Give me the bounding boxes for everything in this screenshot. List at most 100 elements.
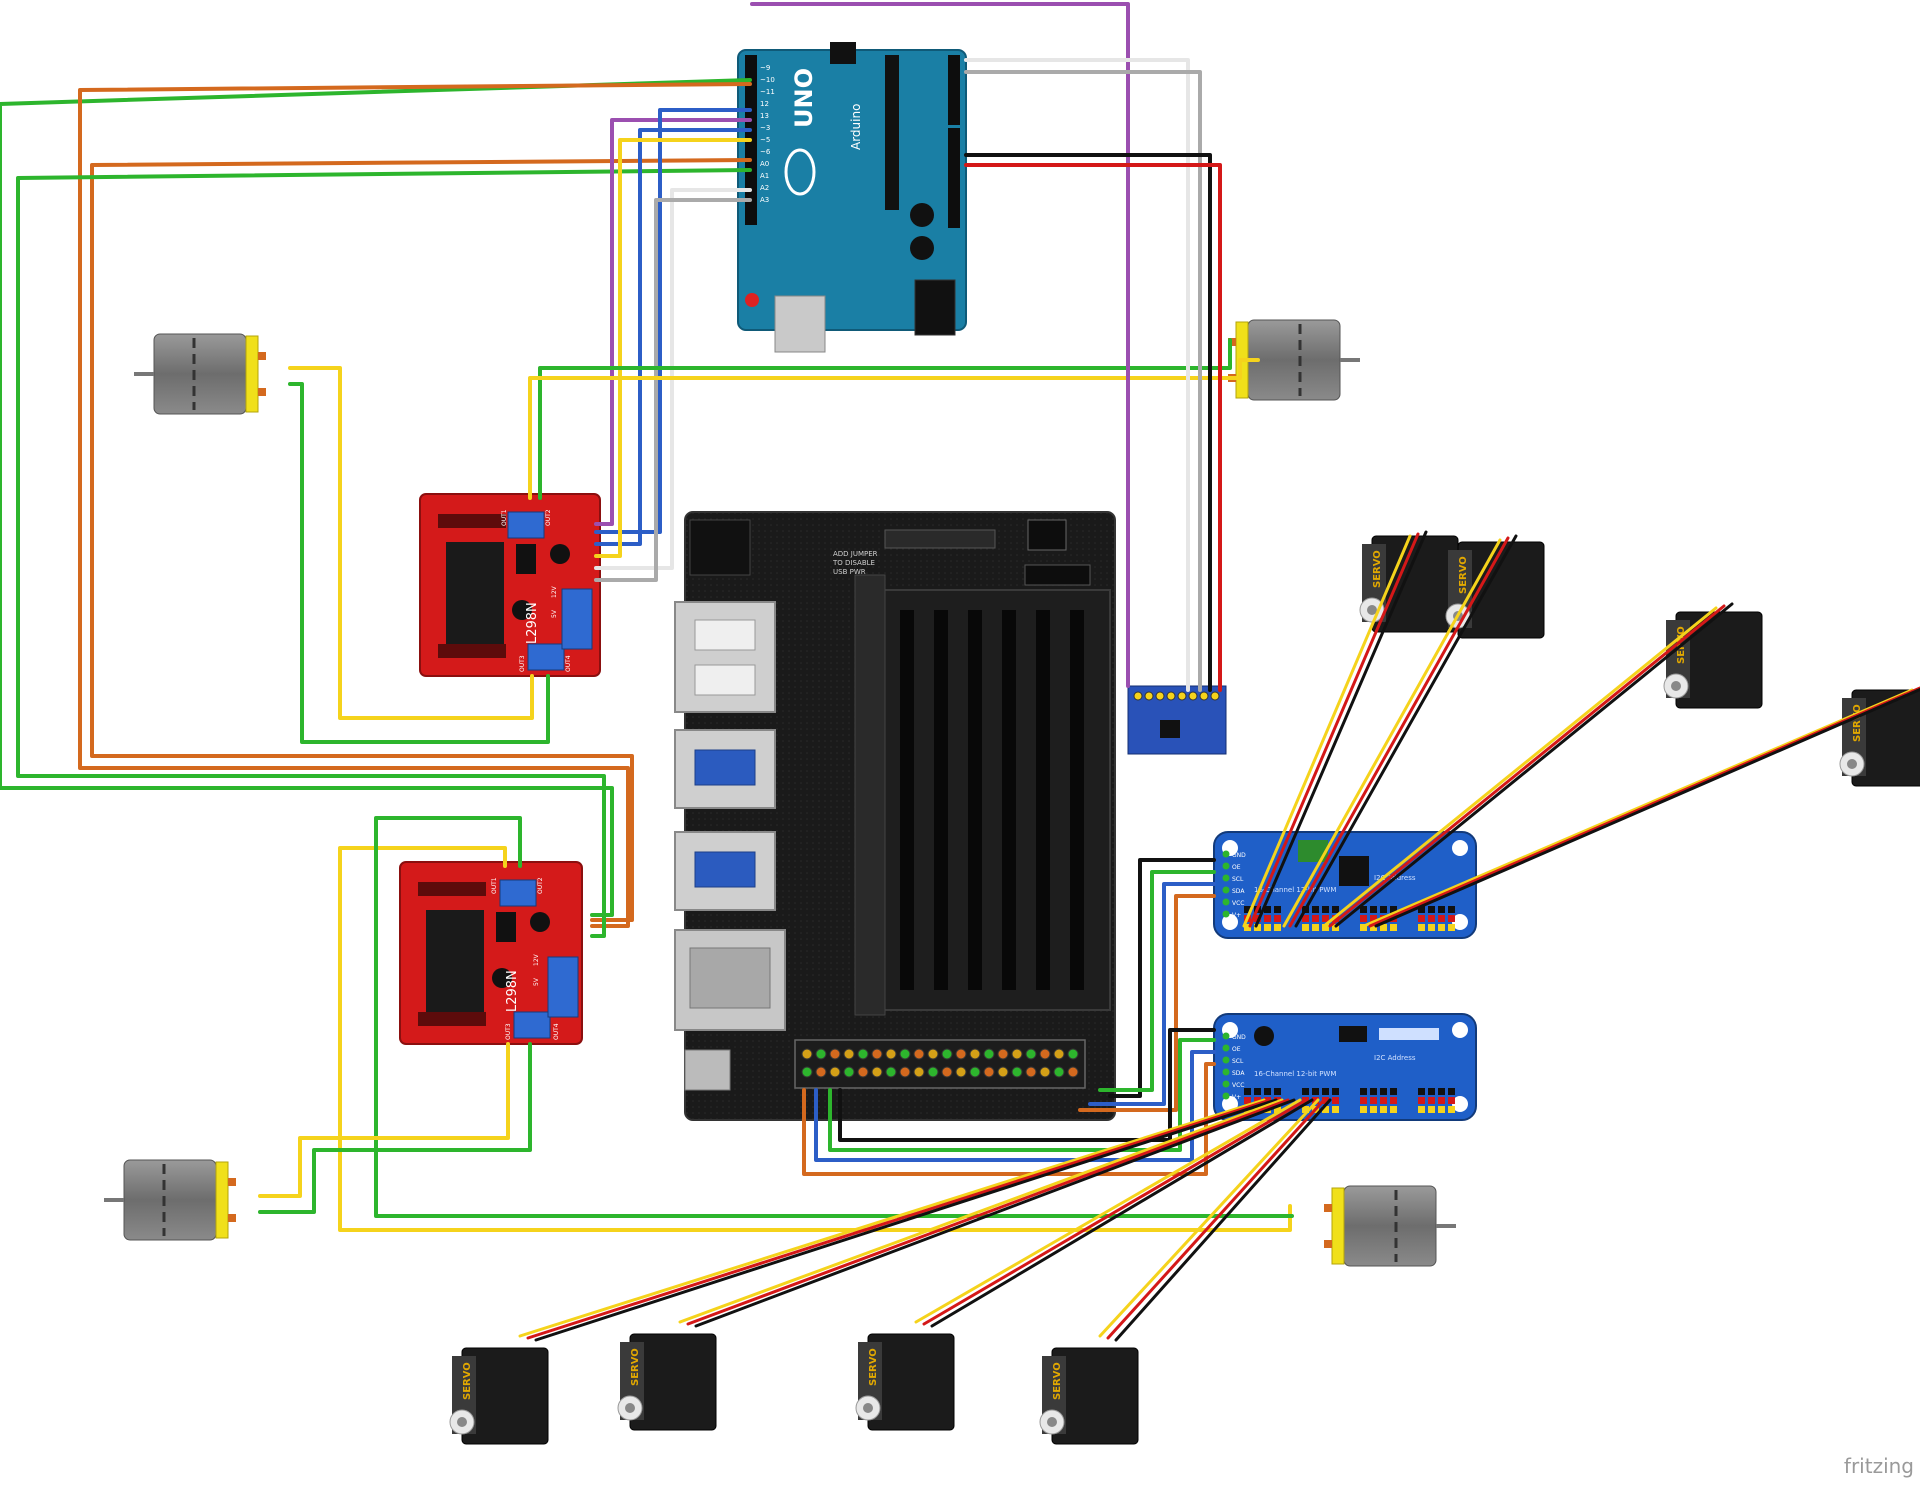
pca-pin-label: OE [1232,864,1241,871]
gpio-pin [899,1066,911,1078]
wire [518,1098,1266,1338]
imu-pin [1210,691,1220,701]
wire [78,82,752,928]
arduino-name: Arduino [849,104,863,150]
l298n-top-out3: OUT3 [519,655,526,672]
gpio-pin [941,1048,953,1060]
gpio-pin [913,1048,925,1060]
wire [814,1050,1216,1162]
arduino-pin-label: A0 [760,160,769,168]
wire [964,58,1190,692]
arduino-pin-label: ~3 [760,124,770,132]
pca-header-pin [1428,1088,1435,1095]
pca-header-pin [1244,1097,1251,1104]
pca-header-pin [1312,915,1319,922]
pca-header-pin [1448,1088,1455,1095]
wire [1098,870,1216,1092]
pca-pin-label: GND [1232,852,1246,859]
servo-label: SERVO [630,1348,641,1386]
wire [964,163,1222,692]
pca-pin-label: VCC [1232,1082,1244,1089]
pca-pin-label: SCL [1232,876,1244,883]
pca-pin [1222,874,1230,882]
wire [594,138,752,558]
pca-header-pin [1332,1106,1339,1113]
servo: SERVO [1039,1347,1139,1445]
wire [1098,1098,1320,1338]
pca-pin [1222,850,1230,858]
pca-header-pin [1448,1106,1455,1113]
wire [258,1042,532,1214]
pca-header-pin [1370,924,1377,931]
wire [90,158,752,922]
arduino-pin-label: A1 [760,172,769,180]
pca-header-pin [1360,1106,1367,1113]
pca-header-pin [1448,924,1455,931]
wire [534,1098,1278,1342]
jetson-silk-note-1: ADD JUMPER [833,550,878,558]
wire [1334,602,1734,928]
gpio-pin [871,1066,883,1078]
pca-bottom-address: I2C Address [1374,1054,1416,1062]
servo-label: SERVO [1372,550,1383,588]
pca-header-pin [1390,1088,1397,1095]
pca-pin-label: OE [1232,1046,1241,1053]
wire [694,1098,1296,1328]
pca-header-pin [1428,924,1435,931]
wire [1368,686,1920,928]
gpio-pin [843,1066,855,1078]
gpio-pin [857,1048,869,1060]
wire [1108,858,1216,1098]
pca-pin [1222,886,1230,894]
pca-header-pin [1274,915,1281,922]
pca-header-pin [1370,1088,1377,1095]
pca-header-pin [1438,1106,1445,1113]
pca-header-pin [1428,1097,1435,1104]
pca-header-pin [1332,906,1339,913]
pca-header-pin [1264,1088,1271,1095]
gpio-pin [801,1048,813,1060]
wire [288,382,550,744]
pca-header-pin [1360,1088,1367,1095]
gpio-pin [885,1066,897,1078]
wire [1078,894,1216,1112]
gpio-pin [829,1048,841,1060]
pca-header-pin [1370,1106,1377,1113]
pca-header-pin [1448,915,1455,922]
pca-header-pin [1244,924,1251,931]
fritzing-watermark: fritzing [1843,1454,1914,1478]
pca-top-label: 16-Channel 12-bit PWM [1254,886,1336,894]
servo-label: SERVO [868,1348,879,1386]
gpio-pin [1039,1048,1051,1060]
gpio-pin [899,1048,911,1060]
gpio-pin [1039,1066,1051,1078]
pca-header-pin [1312,1088,1319,1095]
pca-header-pin [1370,915,1377,922]
pca-header-pin [1322,906,1329,913]
arduino-pin-label: 13 [760,112,769,120]
gpio-pin [1053,1048,1065,1060]
arduino-pin-label: ~5 [760,136,770,144]
gpio-pin [955,1048,967,1060]
pca-header-pin [1438,1088,1445,1095]
pca-header-pin [1438,1097,1445,1104]
gpio-pin [1067,1066,1079,1078]
l298n-top-12v: 12V [551,585,558,598]
pca-header-pin [1264,915,1271,922]
servo-label: SERVO [462,1362,473,1400]
wire [1362,688,1914,928]
pca-header-pin [1360,1097,1367,1104]
l298n-bottom-out4: OUT4 [553,1023,560,1040]
pca-header-pin [1254,1088,1261,1095]
wire [594,198,752,582]
gpio-pin [843,1048,855,1060]
arduino-pin-label: A3 [760,196,769,204]
pca-header-pin [1438,915,1445,922]
arduino-pin-label: ~9 [760,64,770,72]
pca-header-pin [1448,906,1455,913]
pca-header-pin [1370,1097,1377,1104]
pca-header-pin [1380,1088,1387,1095]
pca-header-pin [1274,924,1281,931]
